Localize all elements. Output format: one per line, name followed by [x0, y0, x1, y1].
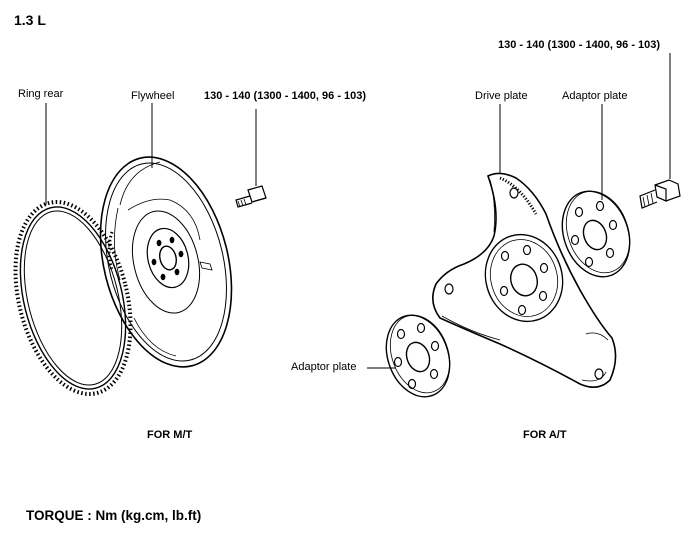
- at-drive-plate-bolt: [640, 180, 680, 208]
- flywheel-label: Flywheel: [131, 90, 175, 102]
- adaptor-plate-bottom-drawing: [375, 306, 460, 405]
- mt-flywheel-bolt: [236, 186, 266, 207]
- mt-caption: FOR M/T: [147, 429, 193, 441]
- at-bolt-torque-spec: 130 - 140 (1300 - 1400, 96 - 103): [498, 39, 661, 51]
- drive-plate-label: Drive plate: [475, 90, 528, 102]
- adaptor-plate-top-drawing: [551, 182, 641, 287]
- mt-bolt-torque-spec: 130 - 140 (1300 - 1400, 96 - 103): [204, 90, 367, 102]
- torque-units-note: TORQUE : Nm (kg.cm, lb.ft): [26, 508, 202, 523]
- at-caption: FOR A/T: [523, 429, 567, 441]
- adaptor-plate-top-label: Adaptor plate: [562, 90, 628, 102]
- ring-gear-label: Ring rear: [18, 88, 64, 100]
- section-title: 1.3 L: [14, 12, 46, 28]
- ring-gear-drawing: [0, 190, 149, 406]
- drive-plate-drawing: [433, 173, 616, 387]
- adaptor-plate-bottom-label: Adaptor plate: [291, 361, 357, 373]
- flywheel-drawing: [80, 143, 252, 381]
